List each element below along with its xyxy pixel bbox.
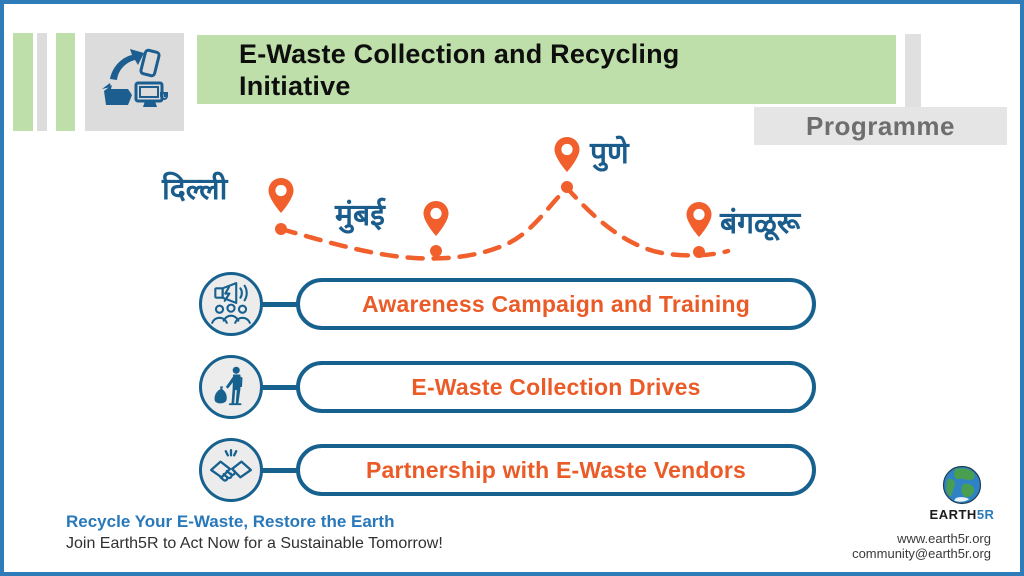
item-pill-awareness: Awareness Campaign and Training: [296, 278, 816, 330]
delhi-pin-icon: [268, 178, 294, 213]
brand-website: www.earth5r.org: [897, 531, 991, 546]
programme-badge-label: Programme: [806, 110, 955, 141]
connector-1: [260, 302, 302, 307]
tagline: Join Earth5R to Act Now for a Sustainabl…: [66, 535, 443, 552]
item-pill-partnership: Partnership with E-Waste Vendors: [296, 444, 816, 496]
item-pill-collection: E-Waste Collection Drives: [296, 361, 816, 413]
city-label-bangalore: बंगळूरू: [720, 206, 801, 241]
green-stripe-2: [56, 33, 75, 131]
city-label-pune: पुणे: [590, 136, 629, 171]
title-line-1: E-Waste Collection and Recycling: [239, 39, 680, 69]
ewaste-recycling-icon: [101, 48, 168, 107]
waste-collector-icon: [214, 366, 243, 406]
brand-email: community@earth5r.org: [852, 546, 991, 561]
title-line-2: Initiative: [239, 71, 351, 101]
collection-icon-circle: [199, 355, 263, 419]
earth5r-wordmark: EARTH5R: [914, 507, 1010, 522]
mumbai-dot: [430, 245, 442, 257]
tagline-bold: Recycle Your E-Waste, Restore the Earth: [66, 512, 395, 531]
gray-stripe: [37, 33, 47, 131]
bangalore-dot: [693, 246, 705, 258]
partnership-icon-circle: [199, 438, 263, 502]
programme-badge: Programme: [754, 107, 1007, 145]
connector-3: [260, 468, 302, 473]
item-label-partnership: Partnership with E-Waste Vendors: [365, 456, 746, 483]
ewaste-logo-box: [85, 33, 184, 131]
awareness-megaphone-people-icon: [211, 282, 251, 324]
item-label-collection: E-Waste Collection Drives: [411, 373, 701, 400]
title-banner: E-Waste Collection and Recycling Initiat…: [197, 35, 896, 104]
page-title: E-Waste Collection and Recycling Initiat…: [239, 38, 679, 102]
delhi-dot: [275, 223, 287, 235]
handshake-icon: [209, 448, 253, 482]
city-label-mumbai: मुंबई: [335, 198, 385, 233]
awareness-icon-circle: [199, 272, 263, 336]
pune-dot: [561, 181, 573, 193]
wordmark-5r: 5R: [976, 507, 995, 522]
pune-pin-icon: [554, 137, 580, 172]
connector-2: [260, 385, 302, 390]
green-stripe-1: [13, 33, 33, 131]
wordmark-earth: EARTH: [929, 507, 977, 522]
item-label-awareness: Awareness Campaign and Training: [362, 290, 750, 317]
brand-links: www.earth5r.org community@earth5r.org: [852, 531, 991, 561]
earth-globe-icon: [942, 465, 982, 505]
city-label-delhi: दिल्ली: [162, 172, 228, 207]
bangalore-pin-icon: [686, 202, 712, 237]
gray-vertical-bar: [905, 34, 921, 107]
mumbai-pin-icon: [423, 201, 449, 236]
